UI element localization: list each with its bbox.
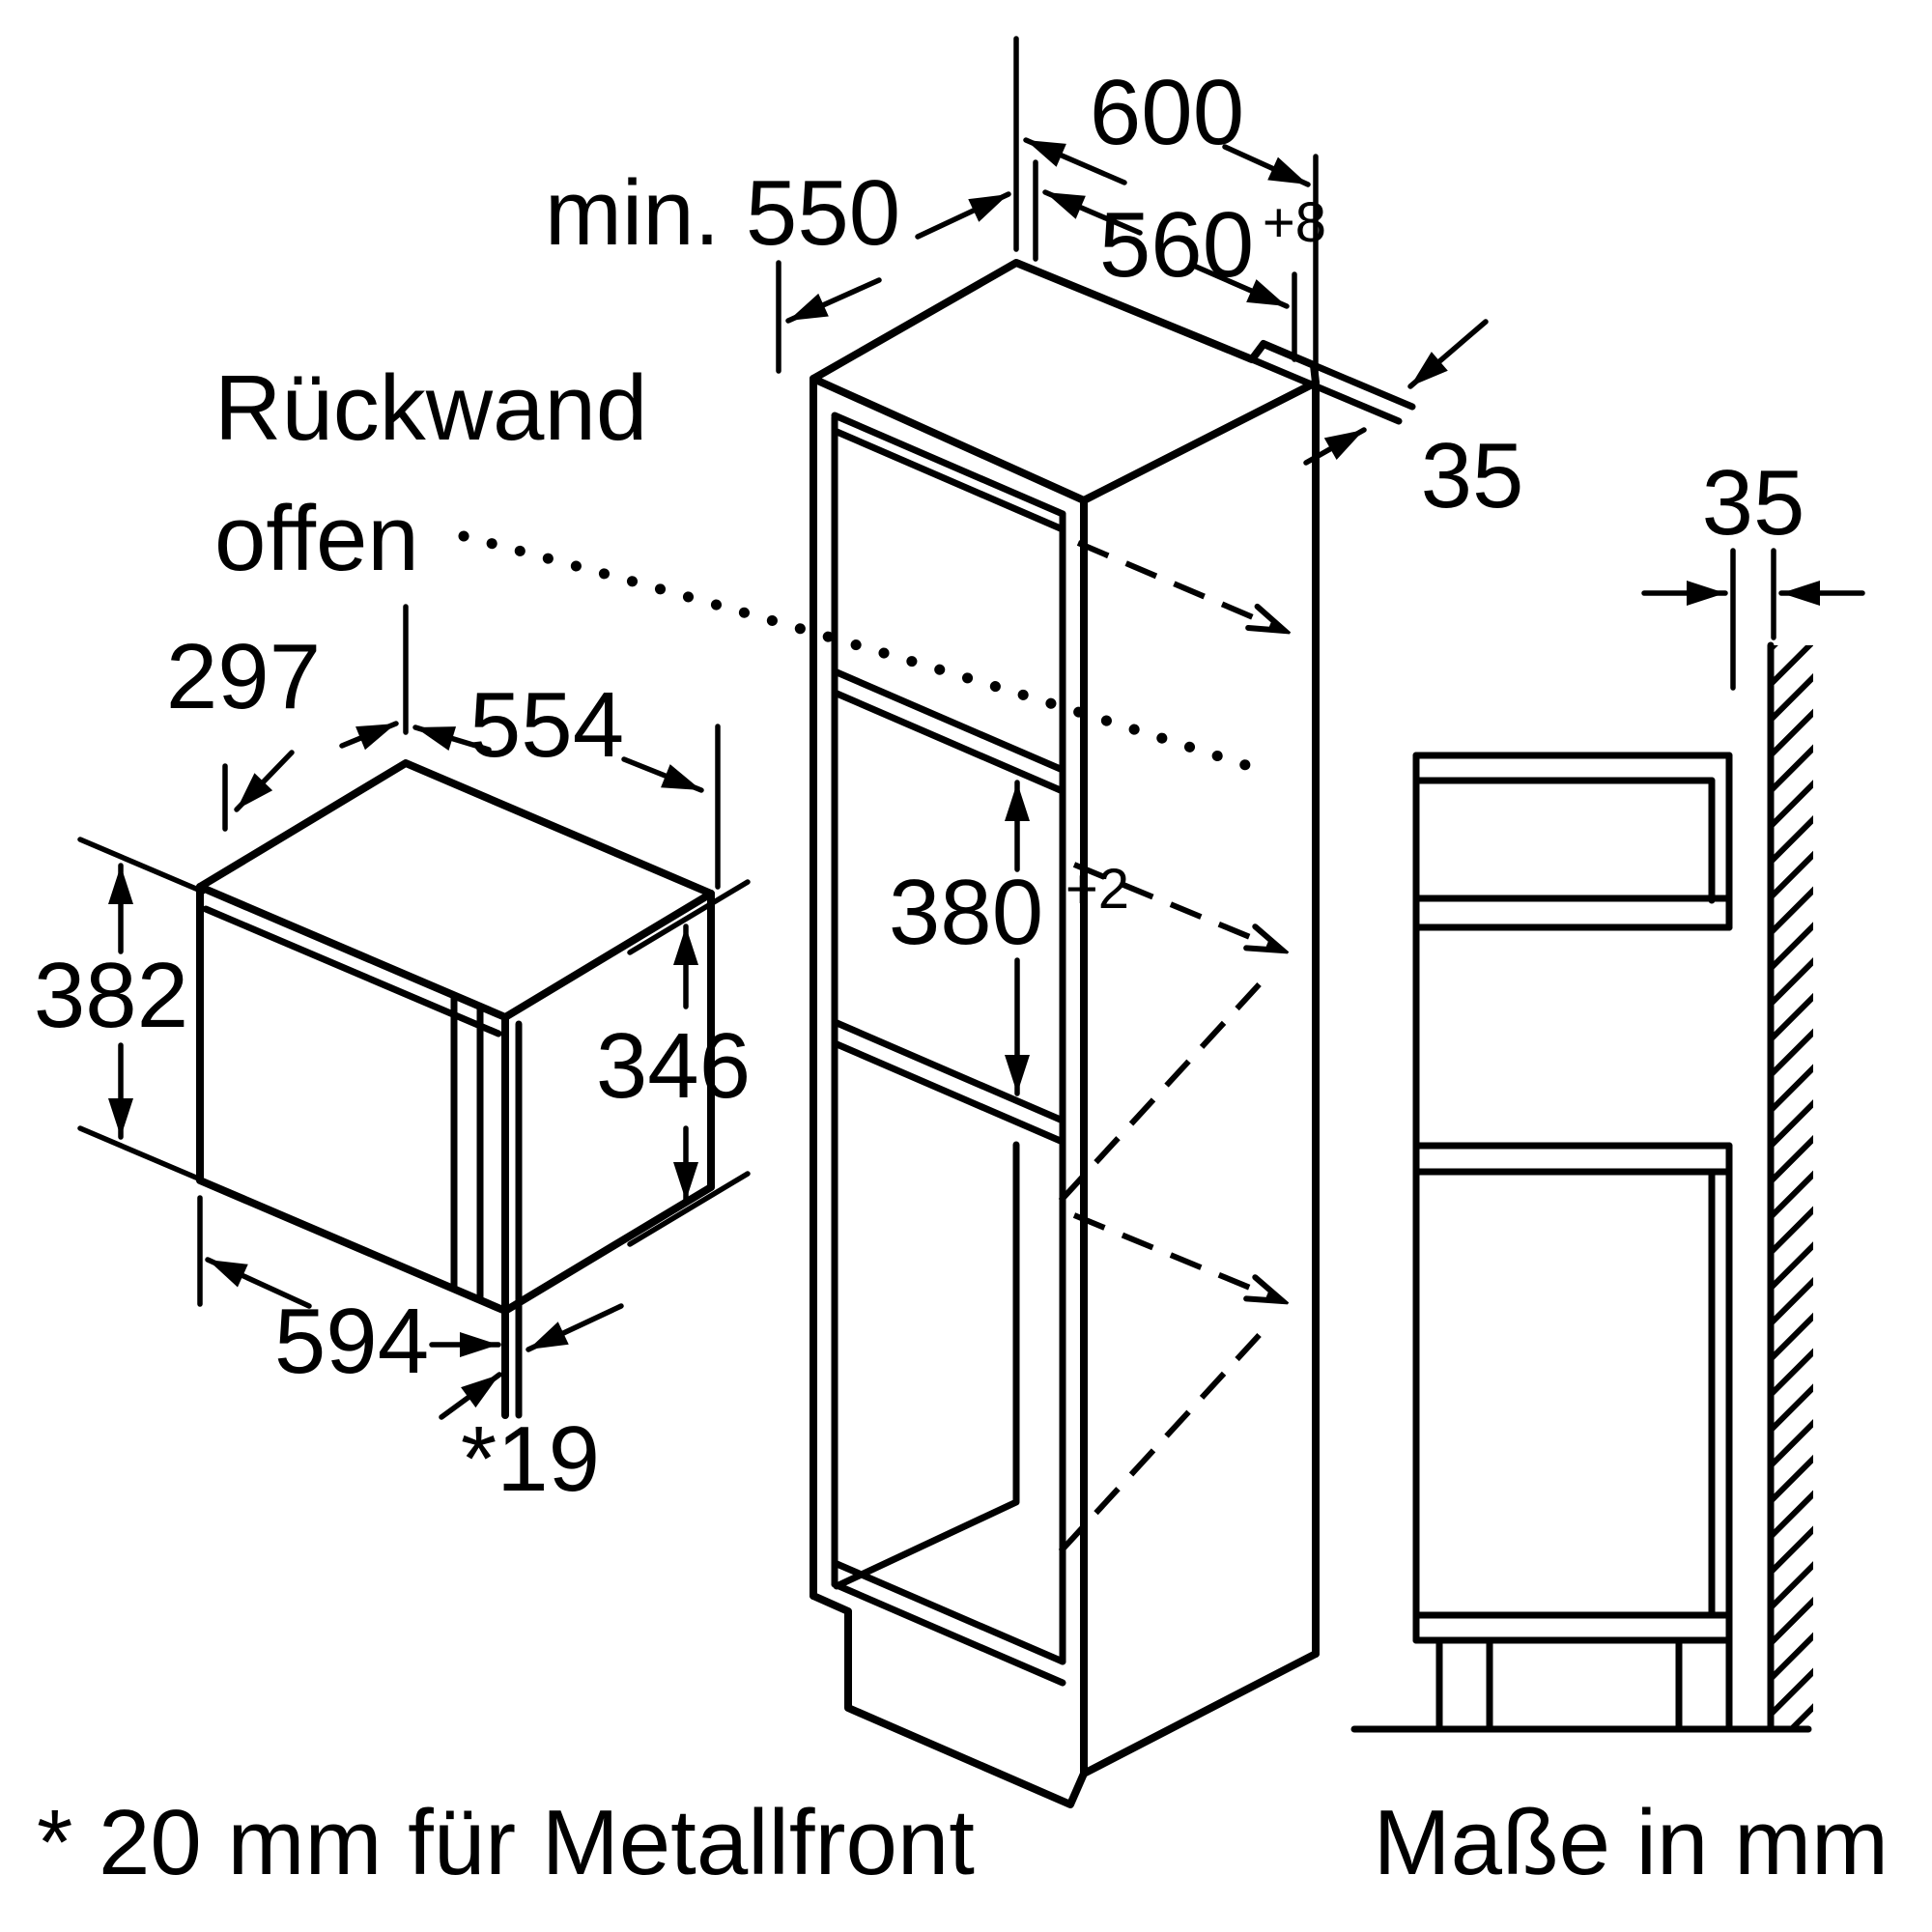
arrow-min550-b [785,277,882,324]
dimension-extension-lines [77,36,1776,1307]
arrow-560-a [1042,189,1143,236]
sideview-lower-top-panel [1412,1142,1733,1176]
cabinet-top-rail-35 [1248,340,1416,425]
cabinet-plinth [810,1592,1320,1808]
footnote-metal-front: * 20 mm für Metallfront [37,1791,975,1894]
dim-19-label: *19 [461,1407,600,1511]
arrow-560-b [1193,264,1290,309]
dim-560-tolerance: +8 [1263,191,1326,254]
dim-380-tolerance: +2 [1065,858,1129,921]
arrow-35cab-a [1407,319,1489,389]
dim-600-label: 600 [1090,61,1244,164]
cabinet-top-face [810,259,1320,504]
rear-open-note-line1: Rückwand [214,356,647,460]
dim-297-label: 297 [166,625,321,728]
ext-346-ticks [627,879,751,1247]
dim-560-label: 560 [1099,193,1254,297]
dim-346-label: 346 [596,1014,751,1118]
sideview-shelf [1412,895,1733,931]
dashed-shelf1-projection [1072,862,1283,951]
dimension-arrows [108,137,1865,1420]
arrow-297-a [234,750,295,812]
ext-382-ticks [77,837,206,1183]
microwave-isometric [196,759,715,1419]
dim-554-label: 554 [469,673,624,777]
cabinet-shelf-2-front [831,1018,1066,1146]
dimension-labels: 600 min. 550 560 +8 35 35 Rückwand offen… [34,61,1889,1894]
rear-open-leader-dotted [458,530,1269,777]
cabinet-isometric [458,259,1416,1808]
cabinet-floor-front [831,1559,1066,1687]
cabinet-shelf-1-front [831,668,1066,795]
ext-35-sideview [1730,548,1776,691]
dashed-ceiling-projection [1076,540,1285,631]
sideview-feet [1435,1636,1733,1731]
arrow-35cab-b [1303,427,1367,466]
dashed-shelf2-projection [1072,1212,1283,1301]
arrow-min550-a [915,191,1011,240]
side-view [1350,641,1813,1733]
cabinet-interior-back-edge [833,1141,1020,1590]
arrow-554-a [412,724,492,753]
arrow-19-a [526,1303,624,1352]
dashed-shelf2-return [1058,1325,1268,1554]
sideview-top-panel [1412,752,1733,784]
dim-35-sideview-label: 35 [1702,451,1805,554]
rear-open-note-line2: offen [214,487,419,590]
microwave-door-inner-top [202,905,502,1037]
dim-380-label: 380 [889,861,1043,964]
arrow-19-b [439,1372,502,1420]
cabinet-inner-top-edge [831,412,1066,533]
microwave-top-face [196,759,715,1021]
dim-35-cabinet-label: 35 [1421,424,1524,527]
dim-594-label: 594 [274,1290,429,1393]
arrow-594-a [205,1257,312,1309]
dashed-shelf1-return [1058,975,1268,1204]
sideview-bottom-panel [1412,1611,1733,1644]
units-note: Maße in mm [1374,1791,1889,1894]
arrow-297-b [339,721,399,751]
wall-hatching [1773,645,1813,1727]
arrow-600-a [1023,137,1127,185]
microwave-right-face [501,890,715,1315]
arrow-554-b [621,756,704,793]
dim-min550-label: min. 550 [545,161,900,265]
dim-382-label: 382 [34,944,188,1047]
arrow-600-b [1222,144,1311,187]
